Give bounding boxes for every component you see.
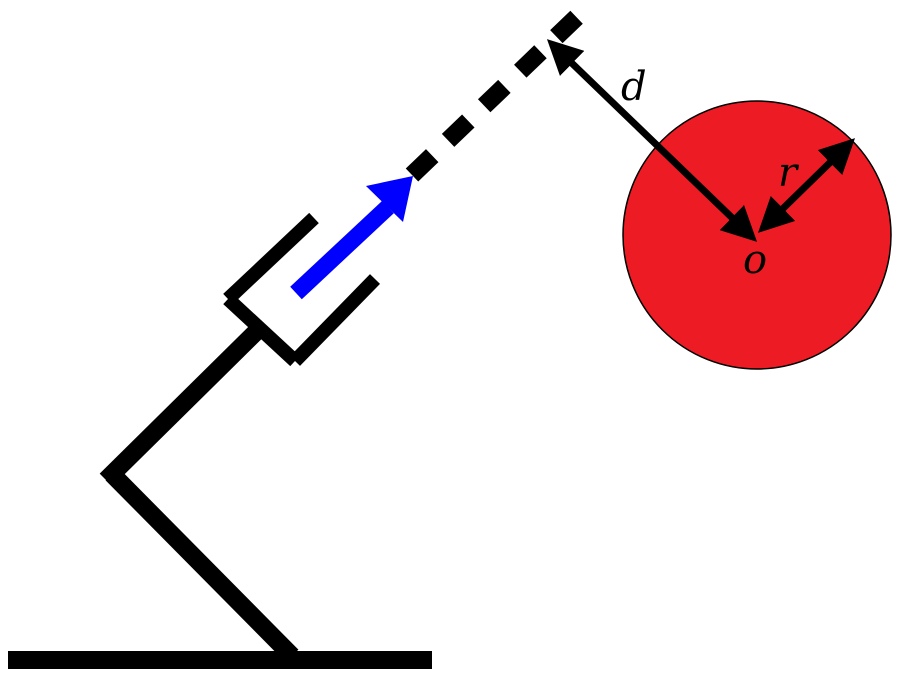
gripper-icon bbox=[223, 212, 381, 367]
origin-label: o bbox=[743, 237, 767, 283]
robot-upper-link bbox=[99, 319, 269, 487]
radius-arrow bbox=[757, 138, 856, 233]
radius-label: r bbox=[778, 150, 800, 196]
approach-line-dashed bbox=[405, 5, 589, 182]
obstacle-sphere bbox=[622, 100, 892, 370]
approach-direction-arrow-icon bbox=[290, 176, 413, 300]
distance-label: d bbox=[621, 64, 647, 110]
robot-lower-link bbox=[105, 467, 299, 663]
distance-arrow bbox=[546, 39, 758, 242]
